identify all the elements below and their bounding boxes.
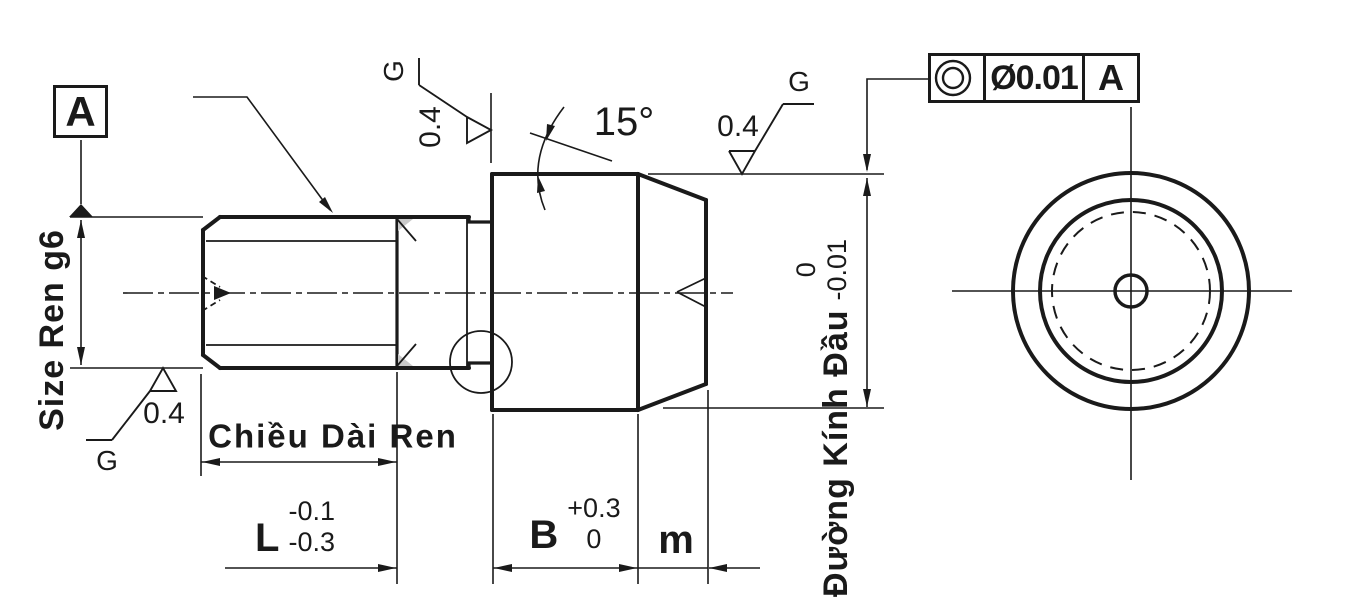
left-center-drill-dashed bbox=[201, 275, 221, 312]
datum-label: A bbox=[65, 87, 96, 135]
taper-lines bbox=[636, 172, 708, 412]
datum-label-box: A bbox=[53, 85, 108, 138]
arrow-angle-bottom bbox=[537, 176, 545, 193]
roughness-icon-head-face bbox=[418, 58, 493, 145]
roughness-icon-head-top bbox=[728, 103, 814, 176]
thread-size-label: Size Ren g6 bbox=[33, 229, 71, 431]
arrow-fcf-leader bbox=[863, 154, 871, 172]
datum-triangle bbox=[69, 204, 93, 217]
surface-finish-symbols bbox=[86, 58, 814, 441]
centerlines bbox=[123, 107, 1292, 480]
angle-arc bbox=[536, 106, 565, 211]
thread-chamfers bbox=[201, 215, 222, 370]
head-length-dim: B +0.3 0 bbox=[529, 493, 620, 555]
side-view-outline bbox=[201, 172, 708, 412]
arrow-thread-pointer bbox=[319, 197, 333, 213]
fcf-leader bbox=[866, 78, 928, 170]
end-view bbox=[1011, 171, 1251, 411]
arrow-thread-size-down bbox=[77, 347, 85, 365]
arrow-thread-length-right bbox=[378, 458, 396, 466]
arrow-angle-top bbox=[546, 124, 555, 141]
head-outer-lines bbox=[490, 172, 640, 412]
thread-runout-shading bbox=[398, 219, 413, 366]
roughness-process-head-face: G bbox=[378, 60, 409, 82]
dimension-lines bbox=[70, 78, 928, 584]
roughness-value-head-face: 0.4 bbox=[414, 106, 447, 148]
fcf-datum-ref: A bbox=[1098, 57, 1124, 98]
roughness-value-thread: 0.4 bbox=[143, 397, 185, 430]
L-tolerance: -0.1 -0.3 bbox=[288, 495, 335, 557]
L-letter: L bbox=[255, 516, 280, 561]
head-diameter-dim: Đường Kính Đầu 0 -0.01 bbox=[790, 238, 856, 598]
head-diameter-label: Đường Kính Đầu bbox=[817, 309, 856, 598]
overall-length-dim: L -0.1 -0.3 bbox=[255, 496, 335, 558]
detail-circle bbox=[449, 330, 513, 394]
concentricity-icon bbox=[934, 59, 972, 97]
thread-root-lines bbox=[206, 240, 397, 346]
taper-length-dim: m bbox=[658, 518, 694, 562]
arrow-L-right bbox=[378, 564, 396, 572]
right-center-drill bbox=[676, 277, 707, 308]
arrow-thread-length-left bbox=[202, 458, 220, 466]
roughness-value-head-top: 0.4 bbox=[717, 110, 759, 143]
neck-groove bbox=[467, 215, 494, 370]
taper-end-circle bbox=[1038, 198, 1224, 384]
head-outer-circle bbox=[1011, 171, 1251, 411]
taper-angle-dim: 15° bbox=[593, 100, 655, 144]
B-letter: B bbox=[529, 513, 559, 558]
arrow-m-right bbox=[709, 564, 727, 572]
thread-pointer-leader bbox=[193, 96, 331, 211]
thread-runout-lines bbox=[396, 218, 417, 367]
side-view-thin-lines bbox=[201, 218, 707, 394]
arrow-thread-size-up bbox=[77, 220, 85, 238]
thread-length-label: Chiều Dài Ren bbox=[208, 417, 458, 455]
arrow-head-dia-up bbox=[863, 178, 871, 196]
roughness-process-thread: G bbox=[96, 445, 118, 476]
fcf-tolerance: Ø0.01 bbox=[986, 56, 1085, 100]
arrowheads bbox=[69, 124, 871, 572]
roughness-process-head-top: G bbox=[788, 66, 810, 97]
thread-outer-lines bbox=[218, 215, 471, 370]
roughness-icon-thread-bottom bbox=[86, 366, 178, 441]
center-hole-circle bbox=[1113, 273, 1149, 309]
B-tolerance: +0.3 0 bbox=[567, 492, 621, 554]
head-diameter-tolerance: 0 -0.01 bbox=[790, 238, 852, 301]
angle-reference-line bbox=[529, 132, 613, 162]
arrow-B-right bbox=[619, 564, 637, 572]
fcf-symbol-cell bbox=[931, 56, 986, 100]
arrow-B-left bbox=[494, 564, 512, 572]
thread-hidden-circle bbox=[1051, 211, 1211, 371]
arrow-head-dia-down bbox=[863, 389, 871, 407]
feature-control-frame: Ø0.01 A bbox=[928, 53, 1140, 103]
